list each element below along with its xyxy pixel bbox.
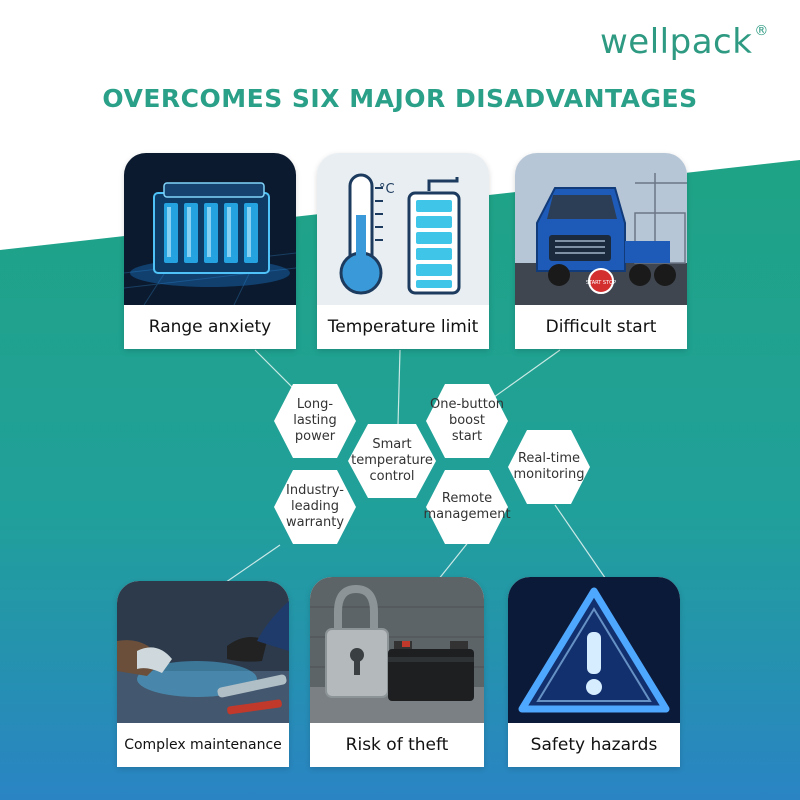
hex-one-button-boost-start: One-button boost start <box>424 382 510 460</box>
hex-remote-management: Remote management <box>423 468 511 546</box>
card-difficult-start: START STOP Difficult start <box>515 153 687 349</box>
warning-icon <box>508 577 680 723</box>
card-range-anxiety: Range anxiety <box>124 153 296 349</box>
card-complex-maintenance: Complex maintenance <box>117 581 289 767</box>
thermometer-icon: °C <box>317 153 489 305</box>
card-label: Difficult start <box>515 305 687 349</box>
hex-smart-temperature-control: Smart temperature control <box>346 422 438 500</box>
card-label: Safety hazards <box>508 723 680 767</box>
hex-real-time-monitoring: Real-time monitoring <box>506 428 592 506</box>
feature-text: Real-time monitoring <box>513 451 585 482</box>
card-temperature-limit: °C Temperature limit <box>317 153 489 349</box>
start-stop-button-text: START STOP <box>586 280 616 286</box>
card-risk-of-theft: Risk of theft <box>310 577 484 767</box>
feature-text: Smart temperature control <box>351 437 433 484</box>
padlock-icon <box>310 577 484 723</box>
feature-text: Long- lasting power <box>293 397 337 444</box>
card-safety-hazards: Safety hazards <box>508 577 680 767</box>
feature-text: Remote management <box>423 491 511 522</box>
truck-icon: START STOP <box>515 153 687 305</box>
card-label: Risk of theft <box>310 723 484 767</box>
page-headline: OVERCOMES SIX MAJOR DISADVANTAGES <box>102 84 698 113</box>
card-label: Range anxiety <box>124 305 296 349</box>
card-label: Temperature limit <box>317 305 489 349</box>
thermometer-unit-text: °C <box>379 182 395 197</box>
feature-text: One-button boost start <box>429 397 505 444</box>
card-label: Complex maintenance <box>117 723 289 767</box>
brand-logo: wellpack® <box>600 22 769 62</box>
feature-text: Industry- leading warranty <box>285 483 345 530</box>
hex-industry-leading-warranty: Industry- leading warranty <box>272 468 358 546</box>
hex-long-lasting-power: Long- lasting power <box>272 382 358 460</box>
battery-icon <box>124 153 296 305</box>
maintenance-icon <box>117 581 289 723</box>
